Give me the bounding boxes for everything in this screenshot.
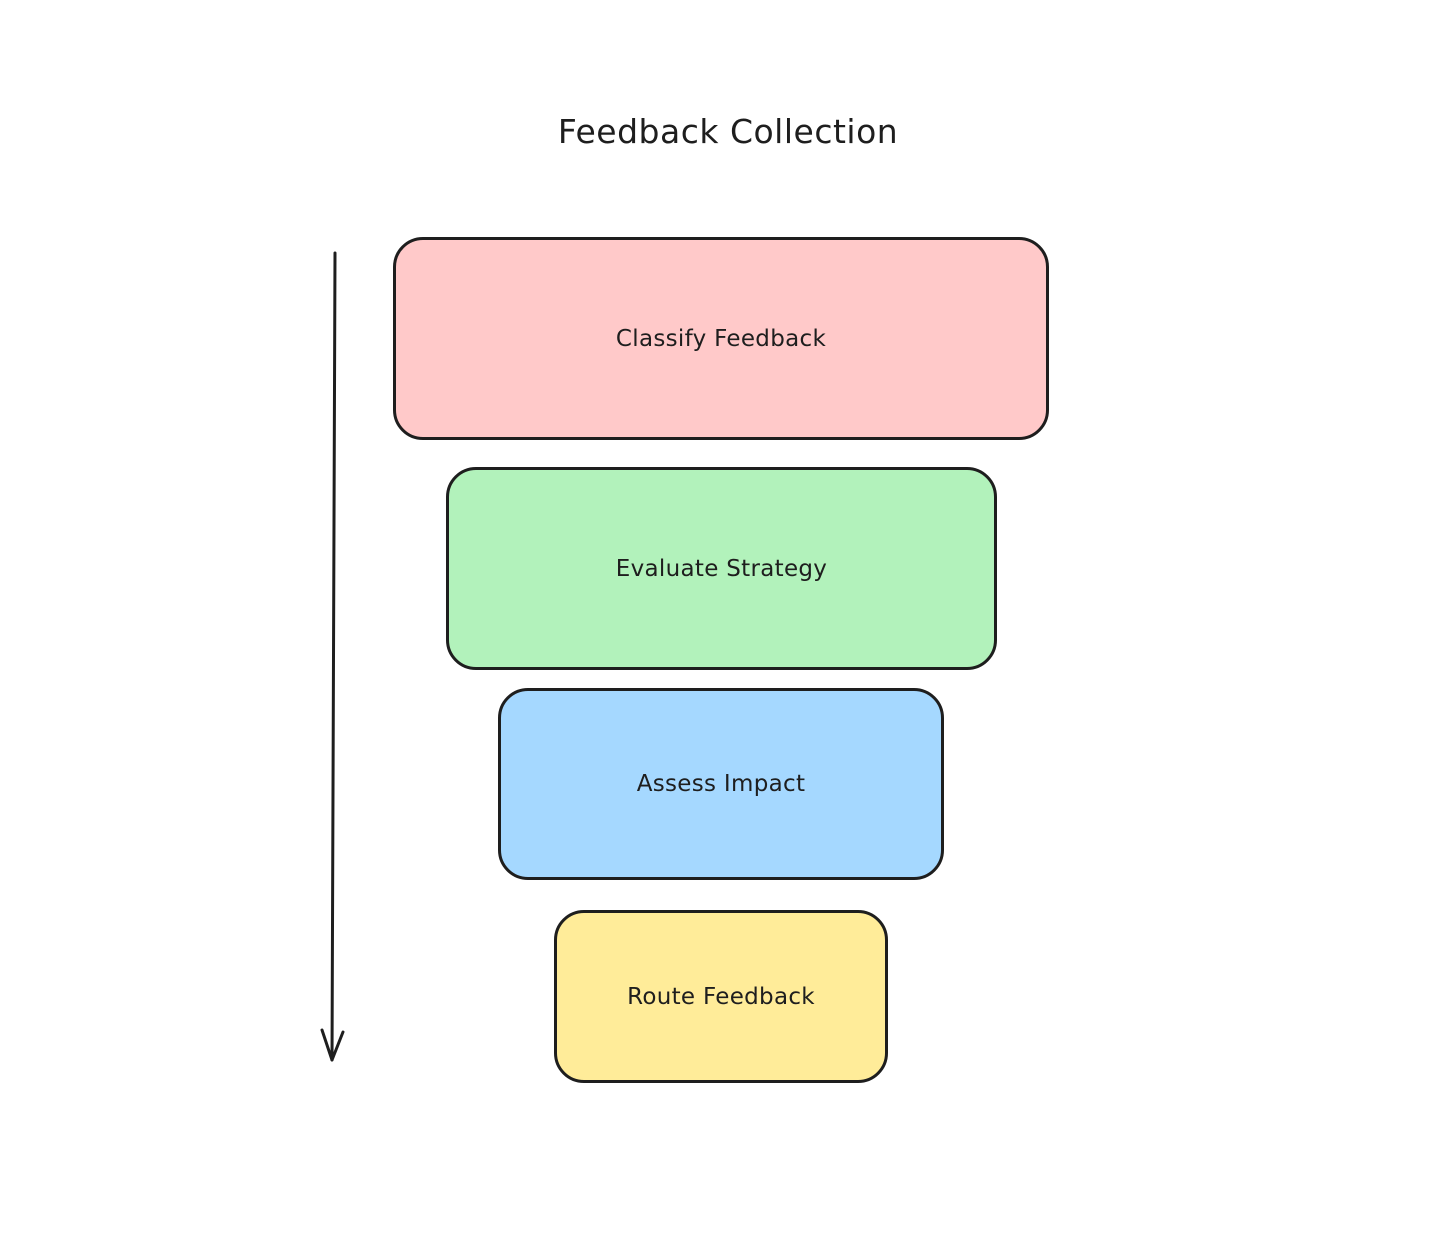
- stage-classify-feedback: Classify Feedback: [393, 237, 1049, 440]
- flow-down-arrow: [320, 251, 345, 1062]
- stage-label: Evaluate Strategy: [615, 555, 828, 582]
- stage-label: Classify Feedback: [615, 325, 827, 352]
- stage-evaluate-strategy: Evaluate Strategy: [446, 467, 997, 670]
- stage-assess-impact: Assess Impact: [498, 688, 944, 880]
- stage-route-feedback: Route Feedback: [554, 910, 888, 1083]
- stage-label: Assess Impact: [636, 771, 806, 797]
- diagram-title: Feedback Collection: [557, 112, 899, 151]
- stage-label: Route Feedback: [627, 983, 815, 1010]
